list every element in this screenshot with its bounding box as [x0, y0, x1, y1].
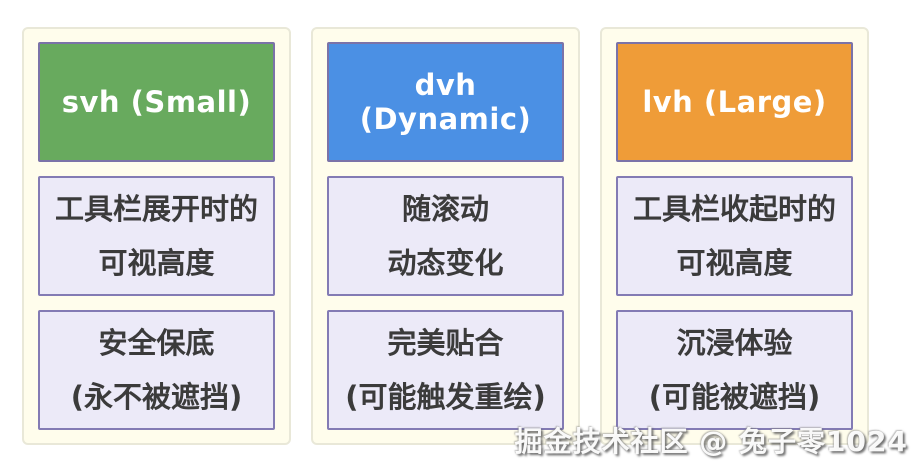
description-box-lvh-tradeoff: 沉浸体验 (可能被遮挡) — [616, 310, 853, 430]
description-line: 可视高度 — [98, 246, 215, 280]
description-line: 可视高度 — [676, 246, 793, 280]
description-line: 沉浸体验 — [676, 326, 793, 360]
description-line: 工具栏收起时的 — [632, 192, 836, 226]
column-lvh: lvh (Large) 工具栏收起时的 可视高度 沉浸体验 (可能被遮挡) — [600, 27, 869, 445]
description-line: 动态变化 — [387, 246, 504, 280]
description-box-lvh-meaning: 工具栏收起时的 可视高度 — [616, 176, 853, 296]
description-line: (永不被遮挡) — [70, 380, 243, 414]
header-svh: svh (Small) — [38, 42, 275, 162]
description-line: 完美贴合 — [387, 326, 504, 360]
watermark: 掘金技术社区 @ 兔子零1024 — [514, 425, 908, 458]
header-dvh: dvh (Dynamic) — [327, 42, 564, 162]
column-dvh: dvh (Dynamic) 随滚动 动态变化 完美贴合 (可能触发重绘) — [311, 27, 580, 445]
description-line: (可能被遮挡) — [648, 380, 821, 414]
description-line: 工具栏展开时的 — [54, 192, 258, 226]
description-box-dvh-tradeoff: 完美贴合 (可能触发重绘) — [327, 310, 564, 430]
description-box-svh-tradeoff: 安全保底 (永不被遮挡) — [38, 310, 275, 430]
description-line: 随滚动 — [401, 192, 489, 226]
description-box-svh-meaning: 工具栏展开时的 可视高度 — [38, 176, 275, 296]
description-line: 安全保底 — [98, 326, 215, 360]
description-box-dvh-meaning: 随滚动 动态变化 — [327, 176, 564, 296]
column-svh: svh (Small) 工具栏展开时的 可视高度 安全保底 (永不被遮挡) — [22, 27, 291, 445]
viewport-units-comparison-diagram: svh (Small) 工具栏展开时的 可视高度 安全保底 (永不被遮挡) dv… — [22, 27, 869, 445]
header-lvh: lvh (Large) — [616, 42, 853, 162]
description-line: (可能触发重绘) — [345, 380, 546, 414]
